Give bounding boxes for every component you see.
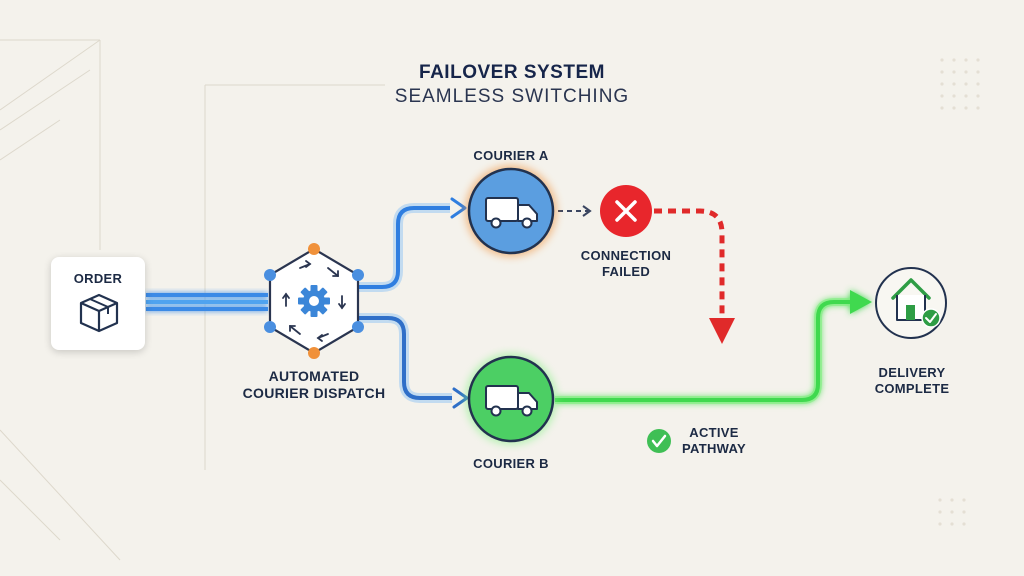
failover-reroute-dashed-arrow <box>654 208 735 344</box>
dispatch-to-courier-a-path <box>358 197 467 292</box>
diagram-title: FAILOVER SYSTEM <box>419 62 605 83</box>
gear-hub-icon <box>298 285 330 317</box>
order-label: ORDER <box>73 271 123 286</box>
dispatch-label: AUTOMATED COURIER DISPATCH <box>242 368 386 401</box>
house-check-icon <box>891 278 941 328</box>
active-green-pathway <box>555 290 872 404</box>
check-circle-icon <box>647 429 671 453</box>
courier-a-to-failure-dashed-line <box>558 205 592 217</box>
courier-a-label: COURIER A <box>473 148 549 163</box>
delivery-truck-icon <box>485 197 538 229</box>
order-node: ORDER <box>51 257 145 350</box>
x-circle-icon <box>600 185 652 237</box>
background-decoration <box>0 39 385 561</box>
diagram-subtitle: SEAMLESS SWITCHING <box>394 86 630 107</box>
dot-grid-decoration <box>938 58 980 526</box>
package-box-icon <box>79 293 119 333</box>
active-pathway-label: ACTIVE PATHWAY <box>682 425 746 456</box>
delivery-truck-icon <box>485 385 538 417</box>
order-to-dispatch-connector <box>146 293 268 311</box>
courier-b-label: COURIER B <box>473 456 549 471</box>
delivery-complete-label: DELIVERY COMPLETE <box>874 365 950 396</box>
connection-failed-label: CONNECTION FAILED <box>580 248 672 279</box>
